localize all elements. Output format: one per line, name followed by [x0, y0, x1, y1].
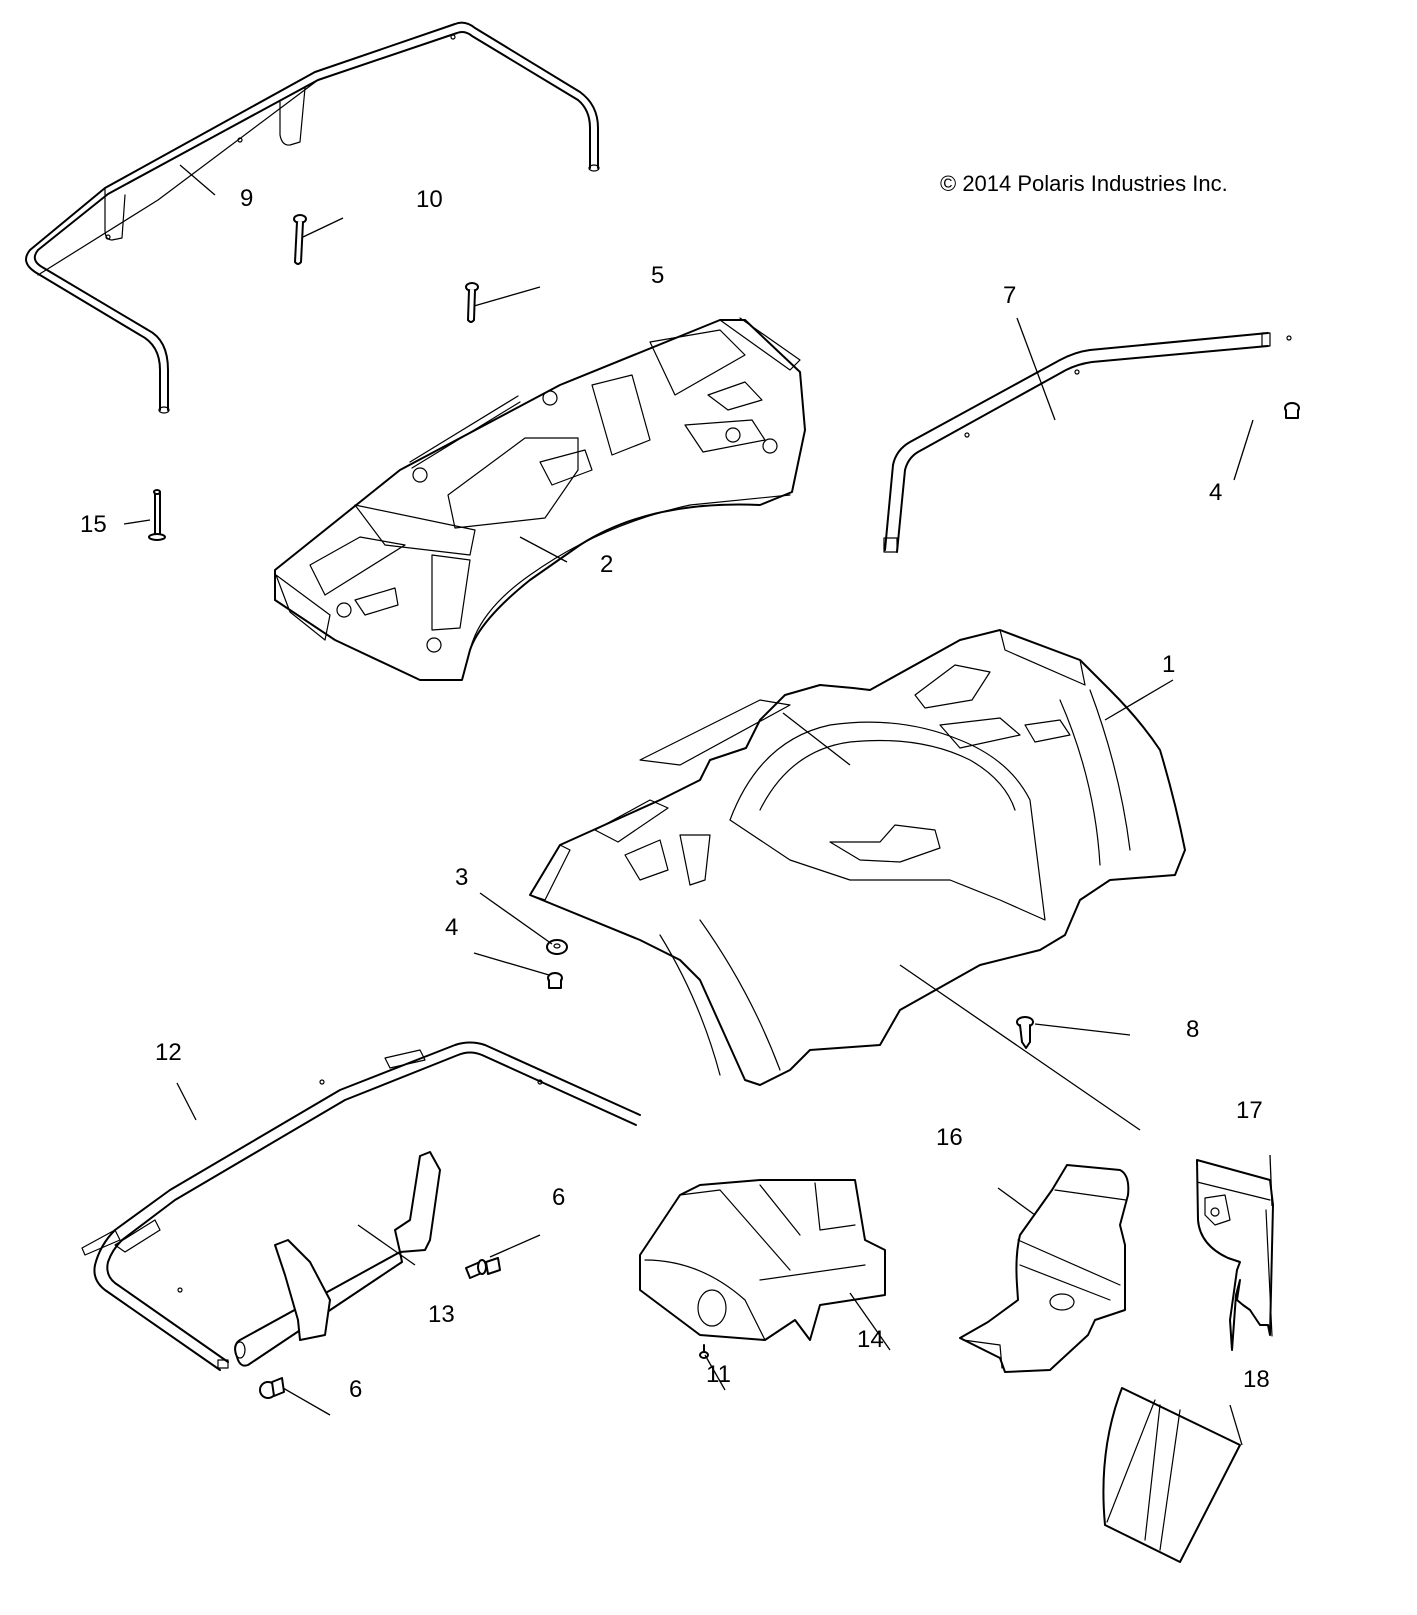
leader-12 [302, 217, 344, 238]
leader-lines [123, 164, 1273, 1446]
callout-16: 16 [936, 1124, 963, 1151]
callout-3: 3 [455, 864, 468, 891]
callout-labels: 9 10 5 7 4 15 2 1 3 4 8 12 17 16 6 13 14… [80, 185, 1270, 1403]
part-1-rear-cab[interactable] [529, 629, 1186, 1086]
callout-5: 5 [651, 262, 664, 289]
part-6-bolt-right[interactable] [465, 1257, 501, 1279]
callout-18: 18 [1243, 1366, 1270, 1393]
leader-16 [997, 1187, 1036, 1216]
part-8-side-tube[interactable] [883, 332, 1292, 553]
callout-13: 14 [857, 1326, 884, 1353]
leader-18 [1229, 1404, 1243, 1446]
part-4-nut-upper[interactable] [1284, 402, 1300, 419]
leader-3 [479, 892, 553, 945]
leader-1-b [782, 712, 851, 766]
part-13-inner-fender[interactable] [639, 1179, 886, 1341]
part-16-mud-guard[interactable] [959, 1164, 1130, 1373]
leader-7 [1034, 1023, 1131, 1036]
leader-6-right [489, 1234, 541, 1258]
callout-11: 9 [240, 185, 253, 212]
leader-15 [123, 519, 151, 525]
leader-1-c [899, 964, 1141, 1131]
part-15-bolt[interactable] [148, 489, 166, 541]
leader-17 [1269, 1154, 1273, 1207]
callout-8: 7 [1003, 282, 1016, 309]
leader-5 [473, 286, 541, 307]
callout-7: 8 [1186, 1016, 1199, 1043]
leader-10 [357, 1224, 416, 1266]
callout-17: 17 [1236, 1097, 1263, 1124]
part-2-rack-panel[interactable] [274, 317, 806, 681]
part-7-push-rivet[interactable] [1016, 1016, 1034, 1049]
part-6-bolt-lower[interactable] [259, 1377, 285, 1399]
part-12-bolt[interactable] [293, 214, 307, 265]
part-18-flap[interactable] [1102, 1387, 1241, 1563]
callout-15: 15 [80, 511, 107, 538]
leader-11 [179, 164, 216, 196]
callout-1: 1 [1162, 651, 1175, 678]
part-14-screw[interactable] [699, 1344, 709, 1359]
part-4-nut-center[interactable] [547, 972, 563, 989]
leader-8 [1016, 317, 1056, 421]
part-9-frame-tube[interactable] [81, 1041, 641, 1371]
leader-13 [849, 1292, 891, 1351]
leader-9 [176, 1082, 197, 1121]
leader-4-upper [1233, 419, 1254, 481]
callout-12: 10 [416, 186, 443, 213]
callout-10: 13 [428, 1301, 455, 1328]
part-17-shield[interactable] [1196, 1159, 1274, 1351]
callout-6-right: 6 [552, 1184, 565, 1211]
leader-14 [704, 1354, 726, 1391]
leader-2 [519, 536, 568, 563]
callout-14: 11 [706, 1361, 731, 1388]
part-10-bracket[interactable] [234, 1151, 441, 1367]
part-5-screw[interactable] [465, 282, 479, 323]
leader-4-center [473, 952, 550, 976]
callout-2: 2 [600, 551, 613, 578]
callout-4-center: 4 [445, 914, 458, 941]
callout-9: 12 [155, 1039, 182, 1066]
part-11-rack-rail[interactable] [25, 21, 600, 414]
copyright-text: © 2014 Polaris Industries Inc. [940, 171, 1228, 196]
callout-4-upper: 4 [1209, 479, 1222, 506]
leader-6-lower [282, 1387, 331, 1416]
leader-1 [1104, 679, 1174, 721]
callout-6-lower: 6 [349, 1376, 362, 1403]
